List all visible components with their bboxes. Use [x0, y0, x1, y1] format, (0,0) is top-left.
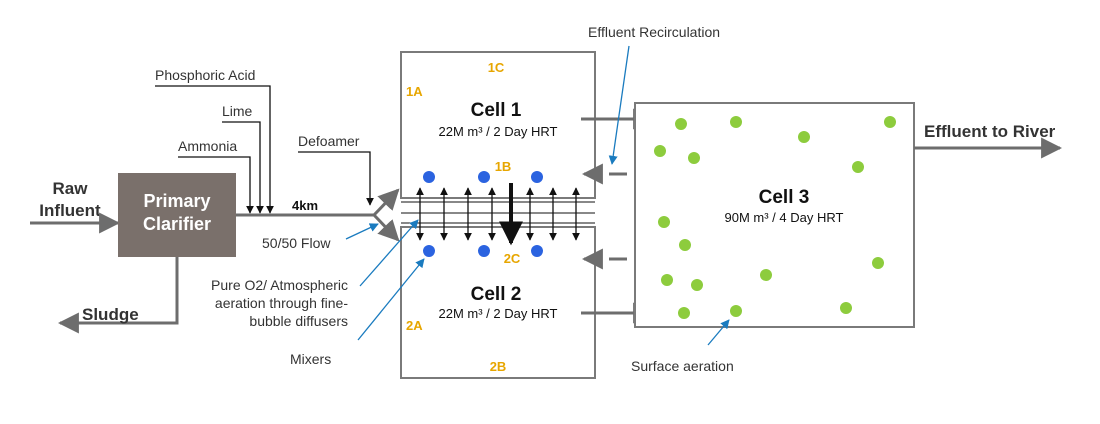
lime-label: Lime	[222, 103, 253, 119]
cell-2-detail: 22M m³ / 2 Day HRT	[439, 306, 558, 321]
surface-aerator-dots	[654, 116, 896, 319]
split-arrow-cell1	[372, 188, 400, 217]
mixer-dot	[423, 245, 435, 257]
surface-aerator-dot	[730, 305, 742, 317]
recirculation-pointer	[608, 45, 630, 165]
recirculation-label: Effluent Recirculation	[588, 24, 720, 40]
surface-aerator-dot	[691, 279, 703, 291]
surface-aerator-dot	[661, 274, 673, 286]
surface-aerator-dot	[730, 116, 742, 128]
surface-aerator-dot	[675, 118, 687, 130]
cell-1-detail: 22M m³ / 2 Day HRT	[439, 124, 558, 139]
zone-1a-label: 1A	[406, 84, 423, 99]
mixer-dot	[478, 171, 490, 183]
split-flow-pointer	[345, 223, 379, 240]
aeration-annotation-line2: aeration through fine-	[215, 295, 348, 311]
surface-aerator-dot	[678, 307, 690, 319]
zone-2c-label: 2C	[504, 251, 521, 266]
surface-aerator-dot	[798, 131, 810, 143]
surface-aeration-pointer	[707, 319, 730, 346]
surface-aerator-dot	[760, 269, 772, 281]
surface-aerator-dot	[688, 152, 700, 164]
aeration-annotation-line1: Pure O2/ Atmospheric	[211, 277, 348, 293]
zone-2b-label: 2B	[490, 359, 507, 374]
surface-aerator-dot	[679, 239, 691, 251]
sludge-label: Sludge	[82, 305, 139, 324]
diffuser-arrows	[416, 183, 580, 246]
surface-aerator-dot	[658, 216, 670, 228]
mixer-dot	[531, 245, 543, 257]
effluent-label: Effluent to River	[924, 122, 1056, 141]
mixer-dot	[478, 245, 490, 257]
mixers-pointer	[357, 258, 425, 341]
cell-3-title: Cell 3	[759, 187, 810, 208]
surface-aerator-dot	[840, 302, 852, 314]
surface-aeration-label: Surface aeration	[631, 358, 734, 374]
mixer-dot	[531, 171, 543, 183]
raw-influent-label-line1: Raw	[53, 179, 89, 198]
aeration-pointer	[359, 219, 419, 287]
split-arrow-cell2	[372, 213, 400, 242]
raw-influent-label-line2: Influent	[39, 201, 101, 220]
surface-aerator-dot	[654, 145, 666, 157]
ammonia-line	[178, 156, 254, 214]
lime-line	[222, 121, 264, 214]
defoamer-line	[298, 151, 374, 206]
sludge-arrow	[57, 257, 179, 334]
cell-2-title: Cell 2	[471, 284, 522, 305]
surface-aerator-dot	[884, 116, 896, 128]
primary-clarifier-label-line1: Primary	[143, 191, 210, 211]
aeration-annotation-line3: bubble diffusers	[249, 313, 348, 329]
mixer-dot	[423, 171, 435, 183]
cell-1-title: Cell 1	[471, 100, 522, 121]
zone-1b-label: 1B	[495, 159, 512, 174]
cell-3-box	[634, 102, 915, 328]
mixer-dots	[423, 171, 543, 257]
cell-1-box	[400, 51, 596, 199]
zone-1c-label: 1C	[488, 60, 505, 75]
pipe-distance-label: 4km	[292, 198, 318, 213]
surface-aerator-dot	[852, 161, 864, 173]
primary-clarifier-label-line2: Clarifier	[143, 214, 211, 234]
phosphoric-acid-line	[155, 85, 274, 214]
zone-2a-label: 2A	[406, 318, 423, 333]
ammonia-label: Ammonia	[178, 138, 237, 154]
mixers-label: Mixers	[290, 351, 331, 367]
phosphoric-acid-label: Phosphoric Acid	[155, 67, 255, 83]
cell-3-detail: 90M m³ / 4 Day HRT	[725, 210, 844, 225]
split-flow-label: 50/50 Flow	[262, 235, 331, 251]
primary-clarifier-box	[118, 173, 236, 257]
surface-aerator-dot	[872, 257, 884, 269]
defoamer-label: Defoamer	[298, 133, 360, 149]
